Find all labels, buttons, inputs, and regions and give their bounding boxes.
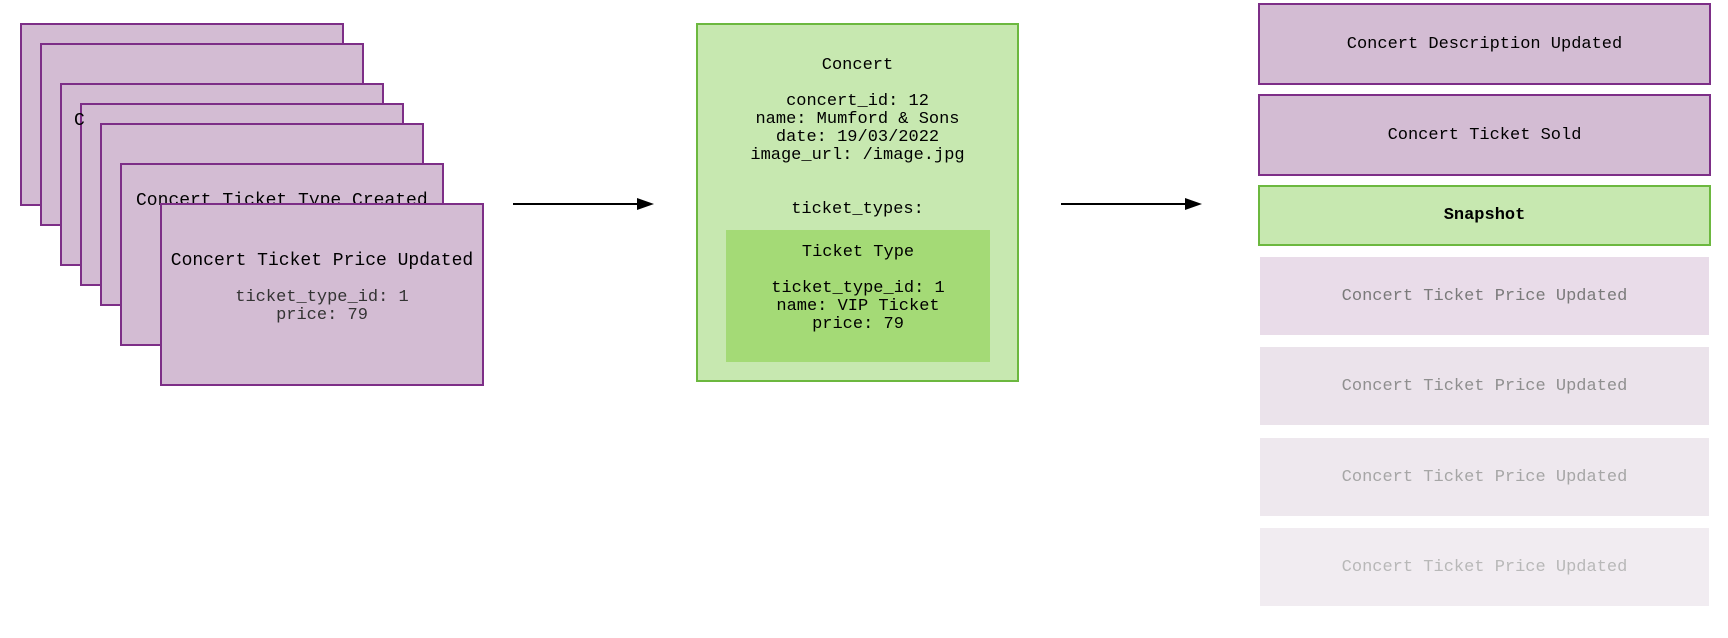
event-ticket-price-updated: Concert Ticket Price Updated <box>1260 528 1709 606</box>
event-concert-ticket-sold: Concert Ticket Sold <box>1258 94 1711 176</box>
concert-fields: concert_id: 12 name: Mumford & Sons date… <box>698 93 1017 165</box>
front-card-ticket-type-id: ticket_type_id: 1 <box>235 288 409 307</box>
event-snapshot: Snapshot <box>1258 185 1711 246</box>
concert-name: name: Mumford & Sons <box>755 110 960 129</box>
ticket-type-id: ticket_type_id: 1 <box>771 279 945 298</box>
ticket-type-name: name: VIP Ticket <box>776 297 940 316</box>
front-card-title: Concert Ticket Price Updated <box>170 251 474 271</box>
concert-aggregate: Concert concert_id: 12 name: Mumford & S… <box>696 23 1019 382</box>
front-card-body: ticket_type_id: 1 price: 79 <box>162 289 482 325</box>
front-card-price: price: 79 <box>276 306 368 325</box>
ticket-type-title: Ticket Type <box>801 243 915 262</box>
ticket-type-price: price: 79 <box>812 315 904 334</box>
ticket-types-label: ticket_types: <box>791 200 924 219</box>
concert-date: date: 19/03/2022 <box>775 128 940 147</box>
event-ticket-price-updated: Concert Ticket Price Updated <box>1260 438 1709 516</box>
stacked-card-hidden-label: C <box>74 111 85 131</box>
ticket-price-updated-card: Concert Ticket Price Updated ticket_type… <box>160 203 484 386</box>
event-concert-description-updated: Concert Description Updated <box>1258 3 1711 85</box>
concert-image-url: image_url: /image.jpg <box>750 146 965 165</box>
concert-id: concert_id: 12 <box>786 92 929 111</box>
concert-title: Concert <box>821 56 894 75</box>
arrow-right-icon <box>1061 198 1202 210</box>
event-ticket-price-updated: Concert Ticket Price Updated <box>1260 347 1709 425</box>
arrow-right-icon <box>513 198 654 210</box>
ticket-type-fields: ticket_type_id: 1 name: VIP Ticket price… <box>726 280 990 334</box>
ticket-type-entity: Ticket Type ticket_type_id: 1 name: VIP … <box>726 230 990 362</box>
event-ticket-price-updated: Concert Ticket Price Updated <box>1260 257 1709 335</box>
